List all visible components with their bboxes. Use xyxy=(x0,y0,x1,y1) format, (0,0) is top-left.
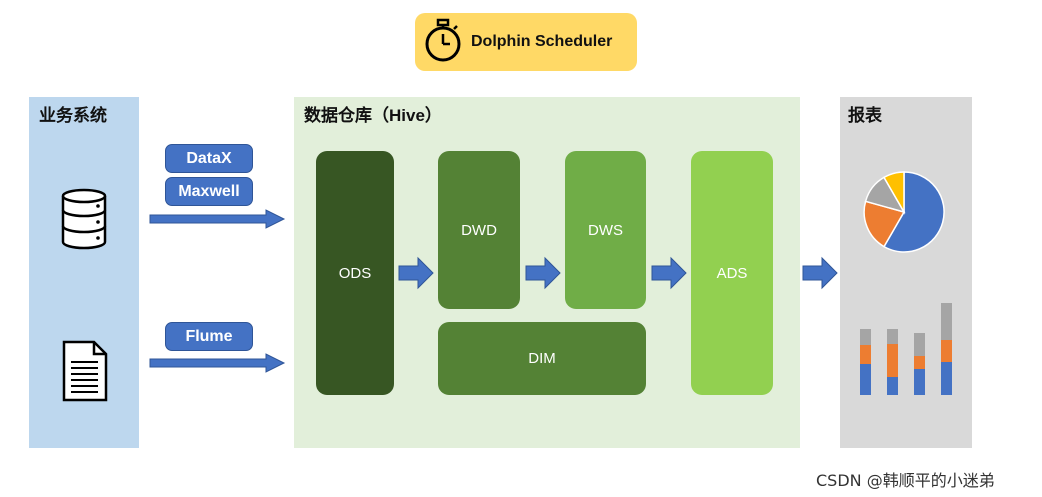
arrow-dwd-to-dws xyxy=(525,256,561,290)
tag-flume: Flume xyxy=(165,322,253,351)
pie-chart-icon xyxy=(863,171,945,253)
stacked-bar-chart-icon xyxy=(860,303,952,395)
scheduler-badge: Dolphin Scheduler xyxy=(415,13,637,71)
arrow-ads-to-report xyxy=(802,256,838,290)
scheduler-label: Dolphin Scheduler xyxy=(471,33,613,50)
tag-maxwell: Maxwell xyxy=(165,177,253,206)
tag-datax: DataX xyxy=(165,144,253,173)
warehouse-title: 数据仓库（Hive） xyxy=(304,106,442,125)
report-title: 报表 xyxy=(848,106,882,125)
arrow-flume-to-warehouse xyxy=(149,353,286,373)
arrow-ods-to-dwd xyxy=(398,256,434,290)
arrow-dws-to-ads xyxy=(651,256,687,290)
document-icon xyxy=(62,340,108,402)
arrow-datax-to-warehouse xyxy=(149,209,286,229)
watermark: CSDN @韩顺平的小迷弟 xyxy=(816,471,995,490)
business-title: 业务系统 xyxy=(39,106,107,125)
database-icon xyxy=(61,188,107,250)
layer-dim: DIM xyxy=(438,322,646,395)
stopwatch-icon xyxy=(425,18,461,62)
layer-ads: ADS xyxy=(691,151,773,395)
layer-dws: DWS xyxy=(565,151,646,309)
layer-ods: ODS xyxy=(316,151,394,395)
layer-dwd: DWD xyxy=(438,151,520,309)
